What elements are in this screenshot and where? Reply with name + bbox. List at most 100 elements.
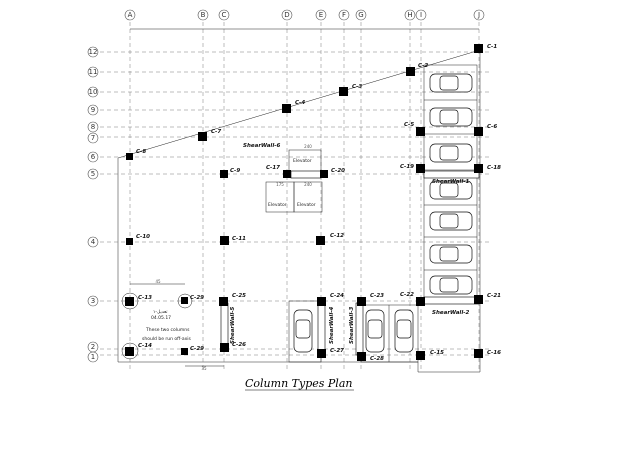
column-c28 xyxy=(357,352,366,361)
column-c2 xyxy=(406,67,415,76)
shearwall-4-label: ShearWall-4 xyxy=(329,307,335,344)
shear-walls: ShearWall-6 ShearWall-1 ShearWall-2 Shea… xyxy=(220,143,480,356)
label-c22: C-22 xyxy=(400,292,414,298)
dim-240-bottom: 240 xyxy=(304,182,312,187)
shearwall-5-rect xyxy=(220,302,229,348)
column-c8 xyxy=(126,153,133,160)
elevator-label-right: Elevator xyxy=(297,202,316,208)
parked-cars-right xyxy=(429,73,473,295)
dim-240-top: 240 xyxy=(304,144,312,149)
car xyxy=(429,244,473,264)
label-c13: C-13 xyxy=(138,295,152,301)
column-c29-upper xyxy=(181,297,188,304)
grid-number-6: 6 xyxy=(91,153,96,161)
grid-letter-a: A xyxy=(128,11,133,19)
column-c10 xyxy=(126,238,133,245)
shearwall-1-rect xyxy=(423,170,480,179)
label-c8: C-8 xyxy=(136,149,146,155)
column-c23 xyxy=(357,297,366,306)
label-c6: C-6 xyxy=(487,124,497,130)
note-line2: should be run off-axis xyxy=(142,336,192,342)
note-line1: These two columns xyxy=(145,327,190,333)
shearwall-3-label: ShearWall-3 xyxy=(349,307,355,344)
note-tag-line2: 04.05.17 xyxy=(151,315,171,321)
car xyxy=(429,73,473,93)
label-c14: C-14 xyxy=(138,343,152,349)
label-c1: C-1 xyxy=(487,44,497,50)
car xyxy=(394,309,414,353)
grid-letter-g: G xyxy=(358,11,363,19)
label-c5: C-5 xyxy=(404,122,414,128)
car xyxy=(293,309,313,353)
car xyxy=(429,180,473,200)
column-c12 xyxy=(316,236,325,245)
column-c1 xyxy=(474,44,483,53)
column-c5 xyxy=(416,127,425,136)
grid-number-8: 8 xyxy=(91,123,95,131)
car xyxy=(429,107,473,127)
column-c20 xyxy=(320,170,328,178)
label-c16: C-16 xyxy=(487,350,501,356)
grid-number-4: 4 xyxy=(91,238,96,246)
label-c10: C-10 xyxy=(136,234,150,240)
grid-number-2: 2 xyxy=(91,343,95,351)
column-c24 xyxy=(317,297,326,306)
grid-letter-h: H xyxy=(407,11,412,19)
car xyxy=(429,143,473,163)
dim-35: 35 xyxy=(201,366,207,371)
label-c28: C-28 xyxy=(370,356,384,362)
label-c29-upper: C-29 xyxy=(190,295,204,301)
column-c17 xyxy=(283,170,291,178)
column-c29-lower xyxy=(181,348,188,355)
shearwall-2-label: ShearWall-2 xyxy=(432,310,469,316)
column-c13 xyxy=(125,297,134,306)
label-c26: C-26 xyxy=(232,342,246,348)
note-tag-line1: ﺗﻌﺪﻳﻞ-١ xyxy=(153,310,168,315)
dim-45: 45 xyxy=(155,279,161,284)
label-c4: C-4 xyxy=(295,100,305,106)
label-c2: C-2 xyxy=(418,63,428,69)
shearwall-6-label: ShearWall-6 xyxy=(243,143,280,149)
column-c15 xyxy=(416,351,425,360)
grid-letter-d: D xyxy=(284,11,289,19)
label-c19: C-19 xyxy=(400,164,414,170)
grid-number-bubbles: 12 11 10 9 8 7 6 5 4 3 2 1 xyxy=(87,46,99,363)
column-c11 xyxy=(220,236,229,245)
off-axis-note: 45 35 ﺗﻌﺪﻳﻞ-١ 04.05.17 These two columns… xyxy=(121,279,224,371)
elevator-core: Elevator Elevator Elevator 240 175 240 xyxy=(265,144,323,213)
label-c15: C-15 xyxy=(430,350,444,356)
label-c11: C-11 xyxy=(232,236,246,242)
car xyxy=(429,211,473,231)
shearwall-2-rect xyxy=(423,296,480,305)
grid-number-3: 3 xyxy=(91,297,95,305)
grid-letter-i: I xyxy=(420,11,422,19)
column-c3 xyxy=(339,87,348,96)
shearwall-5-label: ShearWall-5 xyxy=(230,307,236,344)
column-c26 xyxy=(220,343,229,352)
grid-letter-bubbles: A B C D E F G H I J xyxy=(124,9,485,21)
building-outline xyxy=(117,49,481,373)
grid-number-11: 11 xyxy=(89,68,98,76)
label-c17: C-17 xyxy=(266,165,280,171)
grid-number-1: 1 xyxy=(91,353,95,361)
column-c18 xyxy=(474,164,483,173)
grid-number-5: 5 xyxy=(91,170,95,178)
dim-175: 175 xyxy=(276,182,284,187)
column-c19 xyxy=(416,164,425,173)
column-c9 xyxy=(220,170,228,178)
elevator-label-top: Elevator xyxy=(293,158,312,164)
column-c6 xyxy=(474,127,483,136)
elevator-label-left: Elevator xyxy=(268,202,287,208)
label-c21: C-21 xyxy=(487,293,501,299)
grid-number-10: 10 xyxy=(89,88,98,96)
grid-letter-f: F xyxy=(342,11,346,19)
shearwall-3-rect xyxy=(355,302,364,356)
column-c22 xyxy=(416,297,425,306)
column-labels: C-1 C-2 C-3 C-4 C-5 C-6 C-7 C-8 C-9 C-10… xyxy=(136,44,501,362)
column-c21 xyxy=(474,295,483,304)
column-c7 xyxy=(198,132,207,141)
label-c12: C-12 xyxy=(330,233,344,239)
column-c4 xyxy=(282,104,291,113)
label-c24: C-24 xyxy=(330,293,344,299)
